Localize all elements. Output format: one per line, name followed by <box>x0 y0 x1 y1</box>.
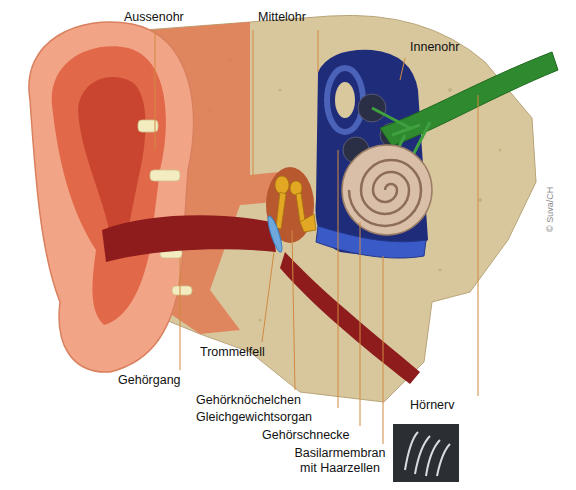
pinna-fold <box>78 77 146 243</box>
cartilage-spots <box>138 120 192 295</box>
leader-line <box>253 30 254 178</box>
ossicles <box>275 176 316 232</box>
part-label: Trommelfell <box>200 345 265 360</box>
watermark: © Suva/CH <box>545 174 556 244</box>
hair-cells <box>405 432 450 476</box>
part-label: Hörnerv <box>410 398 454 413</box>
part-label: Basilarmembran mit Haarzellen <box>286 446 394 476</box>
leader-line <box>400 58 405 80</box>
hair-cell-photo <box>393 424 459 482</box>
part-label: Gehörknöchelchen <box>196 393 301 408</box>
leader-line <box>360 222 361 426</box>
pinna <box>29 22 194 372</box>
ear-canal <box>102 215 276 262</box>
cochlea-spiral <box>349 160 421 226</box>
part-label: Mittelohr <box>258 10 306 25</box>
eardrum <box>265 215 284 254</box>
leader-line <box>338 150 339 408</box>
leader-line <box>318 30 319 72</box>
eustachian-tube <box>280 252 420 384</box>
semicircular-canal-core <box>335 82 355 118</box>
leader-lines <box>155 30 478 444</box>
cochlea <box>342 145 432 235</box>
leader-line <box>155 30 156 150</box>
part-label: Aussenohr <box>124 10 184 25</box>
part-label: Gehörschnecke <box>262 428 350 443</box>
leader-line <box>180 258 181 370</box>
part-label: Innenohr <box>410 40 459 55</box>
leader-line <box>383 256 384 444</box>
leader-line <box>478 95 479 396</box>
leader-line <box>262 252 274 342</box>
semicircular-canal <box>327 68 363 132</box>
pinna-concha <box>52 46 166 325</box>
part-label: Gehörgang <box>118 373 181 388</box>
part-label: Gleichgewichtsorgan <box>196 410 312 425</box>
auditory-nerve <box>380 52 558 146</box>
basilar-membrane <box>316 226 426 258</box>
leader-line <box>292 230 295 390</box>
